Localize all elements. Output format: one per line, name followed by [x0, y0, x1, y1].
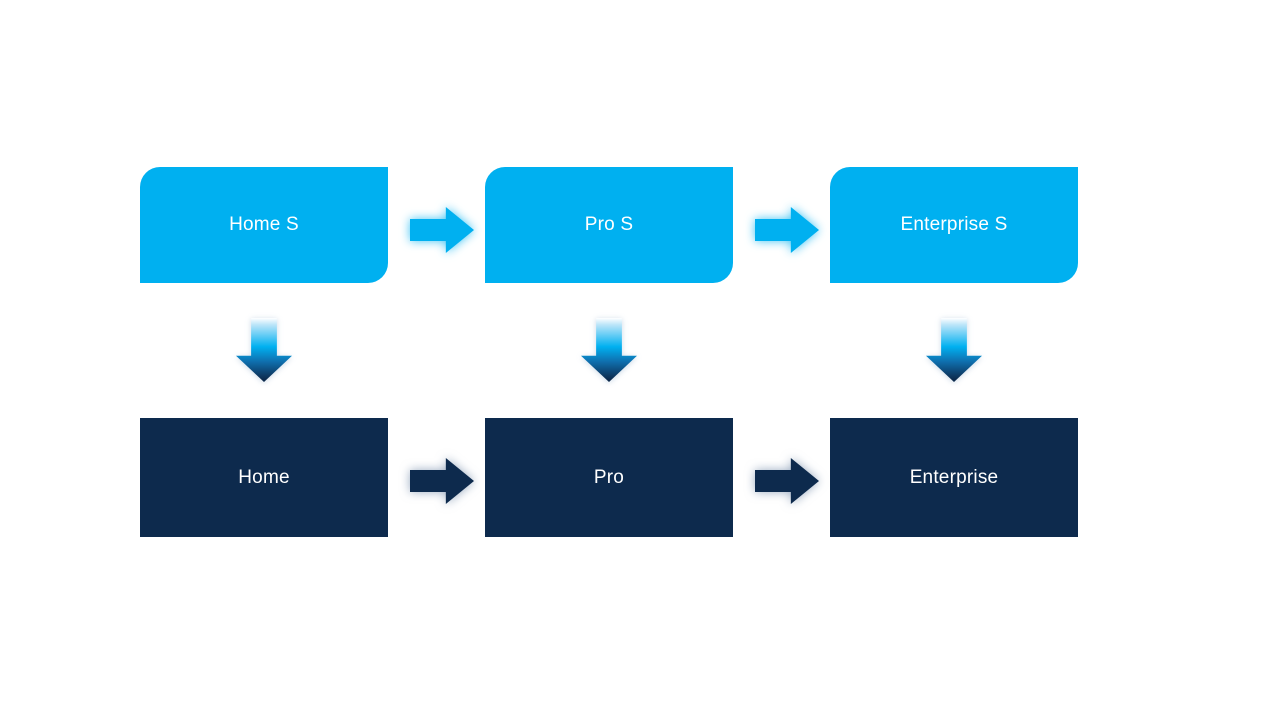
- node-label: Pro S: [584, 214, 634, 235]
- node-enterprise: Enterprise: [830, 418, 1078, 537]
- node-label: Enterprise S: [900, 214, 1008, 235]
- node-label: Home: [238, 466, 290, 488]
- down-arrow-icon: [236, 318, 292, 382]
- right-arrow-icon: [410, 458, 474, 504]
- node-label: Pro: [593, 466, 625, 488]
- right-arrow-shape: [755, 207, 819, 253]
- right-arrow-icon: [410, 207, 474, 253]
- down-arrow-shape: [926, 318, 982, 382]
- down-arrow-shape: [581, 318, 637, 382]
- down-arrow-shape: [236, 318, 292, 382]
- node-label: Home S: [229, 214, 299, 235]
- node-pro-s: Pro S: [485, 167, 733, 283]
- right-arrow-shape: [410, 207, 474, 253]
- right-arrow-shape: [410, 458, 474, 504]
- node-home-s: Home S: [140, 167, 388, 283]
- right-arrow-shape: [755, 458, 819, 504]
- right-arrow-icon: [755, 458, 819, 504]
- node-pro: Pro: [485, 418, 733, 537]
- node-label: Enterprise: [909, 466, 999, 488]
- right-arrow-icon: [755, 207, 819, 253]
- node-enterprise-s: Enterprise S: [830, 167, 1078, 283]
- down-arrow-icon: [926, 318, 982, 382]
- down-arrow-icon: [581, 318, 637, 382]
- node-home: Home: [140, 418, 388, 537]
